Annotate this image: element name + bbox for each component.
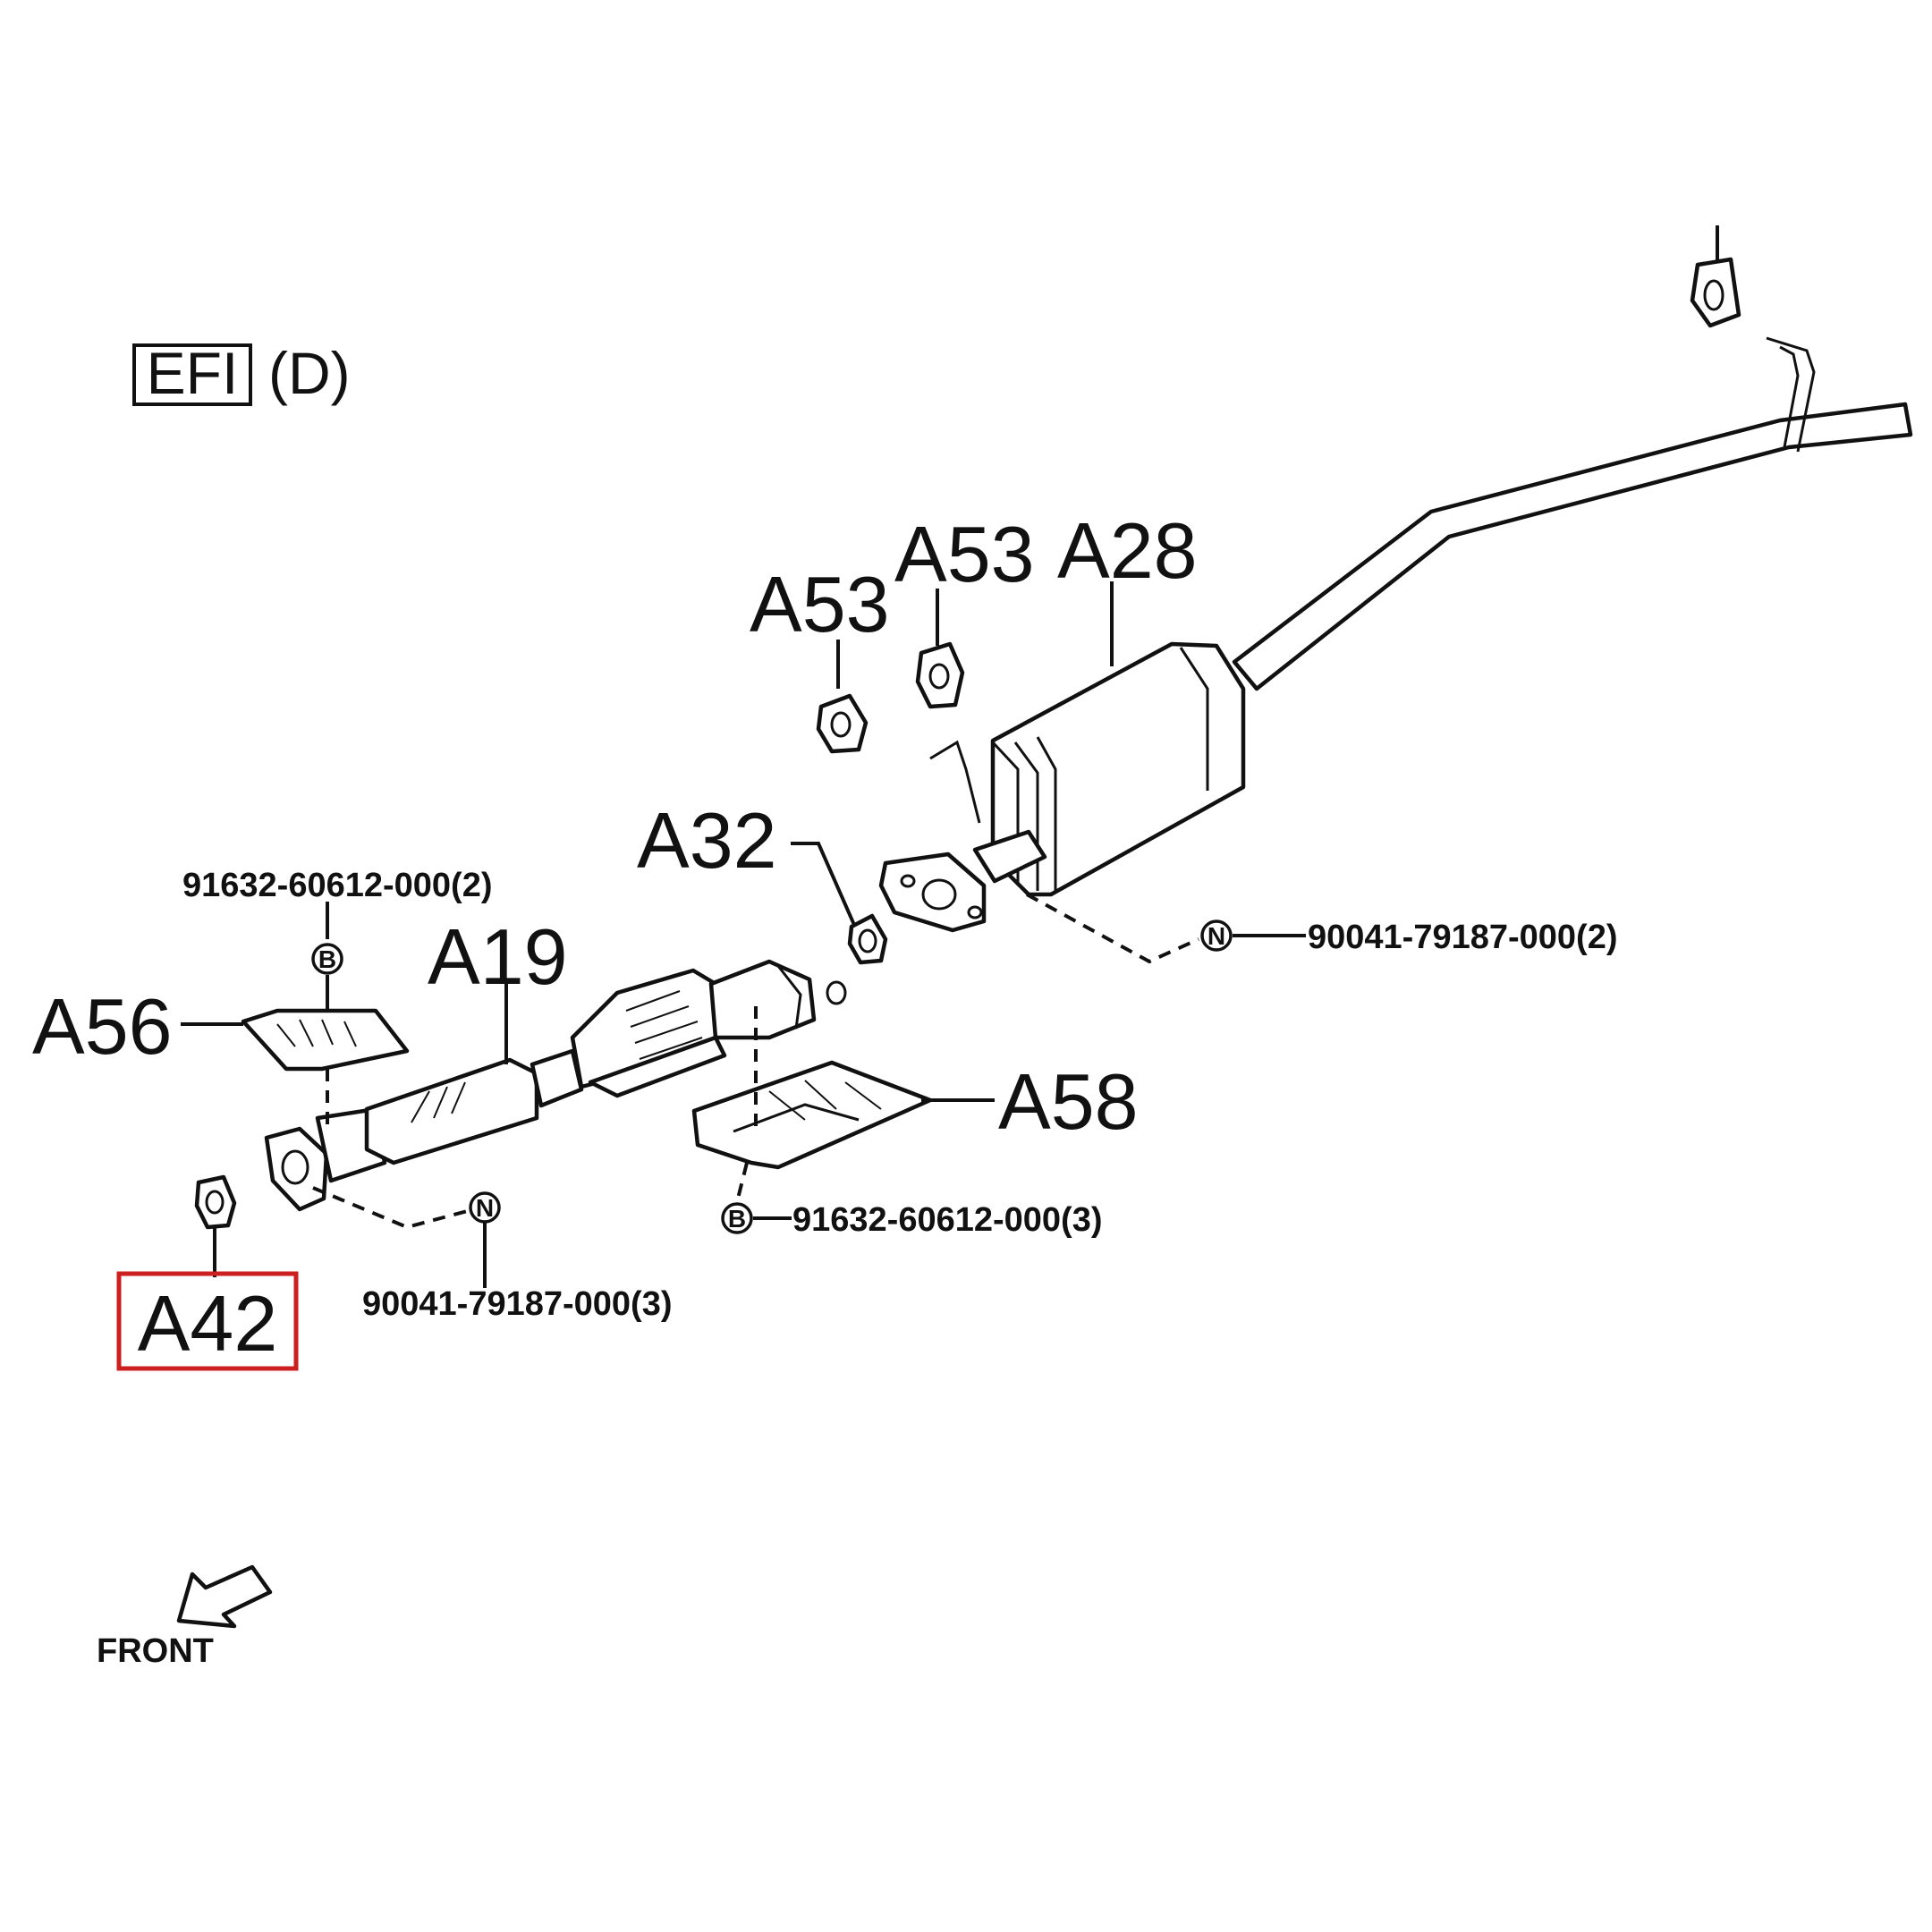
svg-text:N: N bbox=[1208, 922, 1225, 950]
hanger-rubber-a53-left bbox=[816, 693, 869, 754]
nut-badge-right: N bbox=[1200, 919, 1233, 952]
hanger-rubber-a53-right bbox=[915, 641, 965, 709]
gasket-a42 bbox=[194, 1174, 237, 1230]
svg-text:B: B bbox=[728, 1205, 746, 1233]
part-number-nut-bottom: 90041-79187-000(3) bbox=[362, 1285, 673, 1323]
part-number-nut-right: 90041-79187-000(2) bbox=[1308, 919, 1618, 956]
svg-text:N: N bbox=[476, 1194, 494, 1222]
part-number-bolt-top: 91632-60612-000(2) bbox=[182, 867, 493, 904]
header: EFI (D) bbox=[132, 340, 351, 406]
leader-lines bbox=[181, 581, 1306, 1288]
tail-pipe bbox=[1232, 225, 1913, 691]
front-label: FRONT bbox=[97, 1632, 214, 1670]
front-arrow-icon bbox=[176, 1564, 273, 1629]
gasket-a32 bbox=[847, 913, 888, 965]
front-pipe-catalytic-converter bbox=[264, 959, 847, 1212]
a42-highlight: A42 bbox=[116, 1271, 299, 1371]
front-direction-indicator: FRONT bbox=[97, 1564, 273, 1670]
nut-badge-bottom: N bbox=[469, 1191, 501, 1224]
tail-hanger-rubber bbox=[1690, 257, 1741, 328]
bolt-badge-top: B bbox=[311, 943, 343, 975]
efi-box bbox=[132, 343, 252, 406]
callout-a19: A19 bbox=[428, 912, 568, 1001]
callout-a32: A32 bbox=[637, 796, 777, 885]
callout-a56: A56 bbox=[32, 982, 173, 1071]
heat-insulator-a58 bbox=[691, 1060, 933, 1170]
muffler bbox=[878, 641, 1246, 933]
callout-a42: A42 bbox=[138, 1279, 278, 1368]
callout-a53-right: A53 bbox=[894, 510, 1035, 598]
heat-insulator-a56 bbox=[241, 1008, 410, 1072]
variant-label: (D) bbox=[268, 340, 351, 406]
efi-label: EFI bbox=[147, 340, 239, 406]
svg-text:B: B bbox=[318, 945, 336, 973]
highlight-box bbox=[116, 1271, 299, 1371]
part-number-bolt-bottom: 91632-60612-000(3) bbox=[792, 1201, 1103, 1239]
bolt-badge-bottom: B bbox=[721, 1202, 753, 1234]
callout-a53-left: A53 bbox=[750, 560, 890, 648]
callout-a28: A28 bbox=[1057, 506, 1198, 595]
callout-a58: A58 bbox=[998, 1057, 1139, 1146]
fastener-dashed-lines bbox=[312, 893, 1199, 1230]
